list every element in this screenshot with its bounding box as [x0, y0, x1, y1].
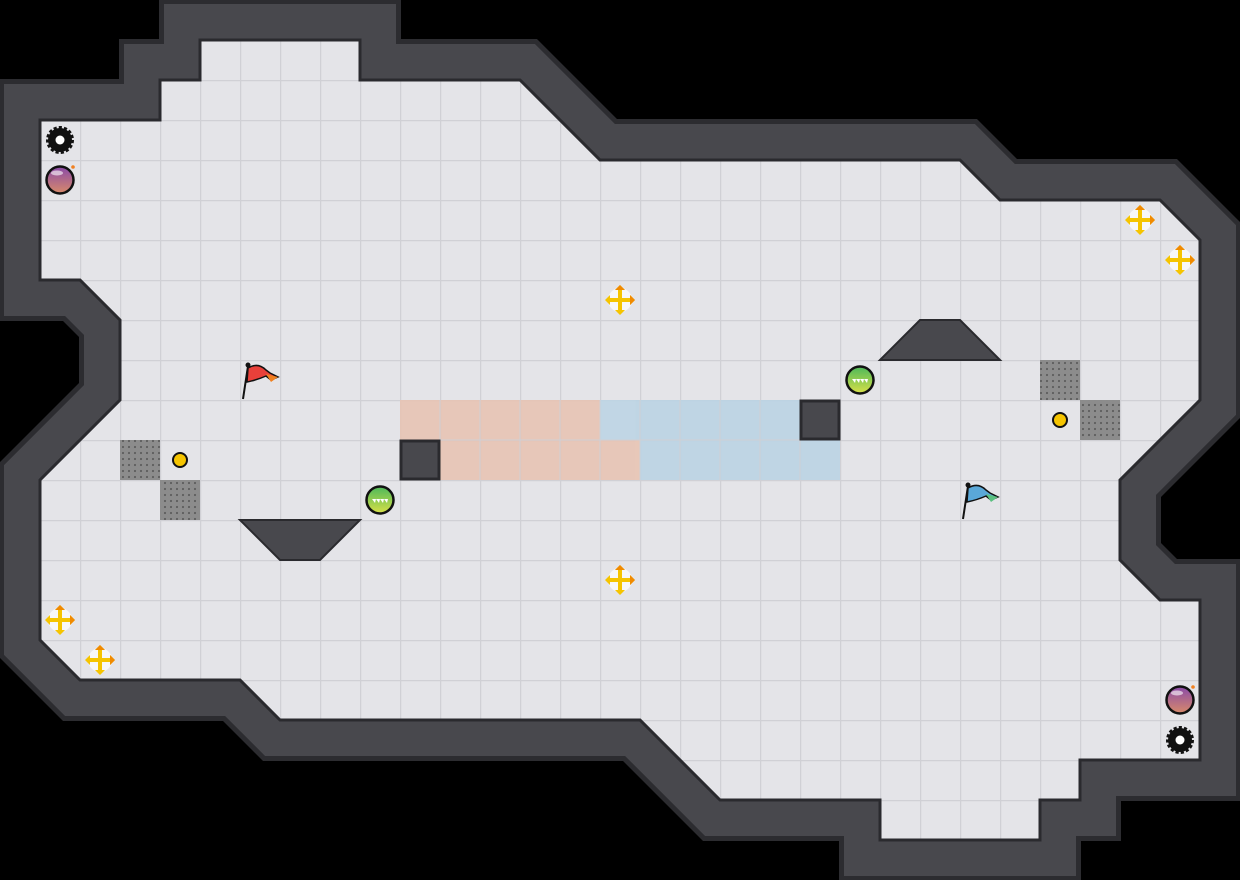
- bomb-icon: [1160, 680, 1200, 720]
- blue-zone: [600, 400, 840, 480]
- portal-dot-icon: [1040, 400, 1080, 440]
- wall-ramp: [237, 519, 363, 561]
- portal-dot-icon: [160, 440, 200, 480]
- gate: [120, 360, 1120, 520]
- boost-icon: [600, 560, 640, 600]
- bomb-icon: [40, 160, 80, 200]
- powerup-icon: [840, 360, 880, 400]
- red-zone: [400, 400, 640, 480]
- red-flag-icon[interactable]: [240, 360, 280, 400]
- spike-icon: [40, 120, 80, 160]
- boost-icon: [40, 600, 80, 640]
- wall-block: [799, 399, 841, 441]
- spike-icon: [1160, 720, 1200, 760]
- wall-ramp: [877, 319, 1003, 361]
- powerup-icon: [360, 480, 400, 520]
- boost-icon: [80, 640, 120, 680]
- blue-flag-icon[interactable]: [960, 480, 1000, 520]
- boost-icon: [1120, 200, 1160, 240]
- boost-icon: [600, 280, 640, 320]
- boost-icon: [1160, 240, 1200, 280]
- wall-block: [399, 439, 441, 481]
